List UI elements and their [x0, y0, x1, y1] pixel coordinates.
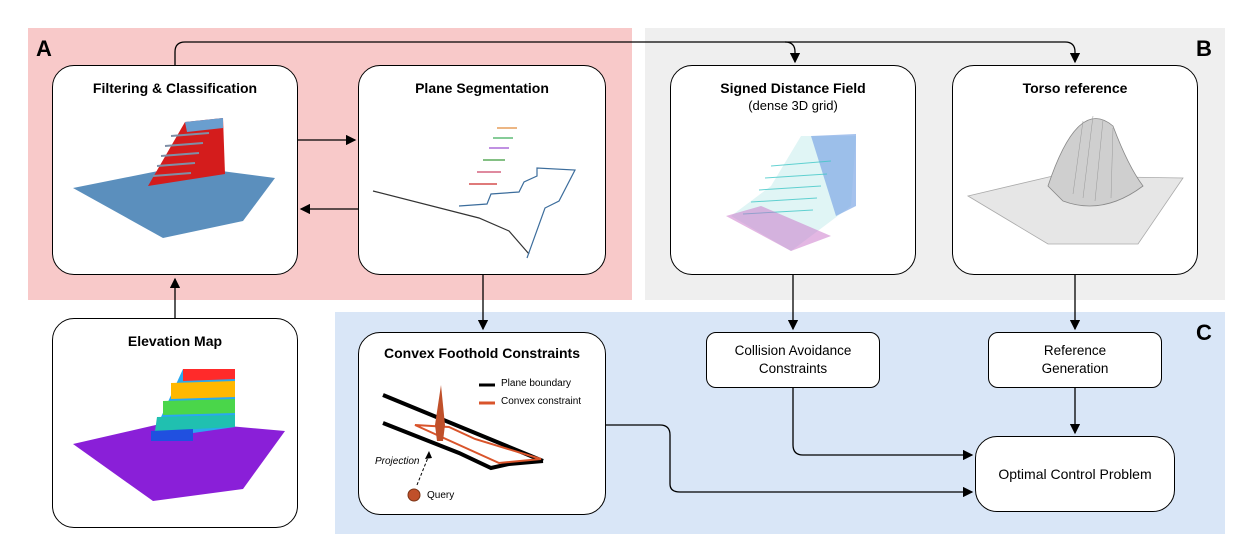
convex-foothold-title: Convex Foothold Constraints	[384, 345, 580, 361]
plane-boundary-line-upper	[382, 393, 544, 463]
plane-boundary-line-lower	[382, 421, 544, 471]
projection-label: Projection	[375, 456, 420, 467]
sdf-title: Signed Distance Field	[720, 80, 866, 96]
reference-generation-line1: Reference	[1043, 343, 1107, 358]
arrow-to-torso	[174, 41, 1081, 65]
arrow-convex-to-ocp	[606, 424, 974, 498]
query-point	[407, 488, 421, 502]
arrow-collision-to-ocp	[792, 388, 974, 461]
region-label-a: A	[36, 36, 52, 61]
filtered-terrain-image	[73, 118, 275, 238]
convex-foothold-constraints-box: Convex Foothold Constraints Plane bounda…	[358, 332, 606, 515]
filtering-classification-title: Filtering & Classification	[92, 80, 258, 96]
elevation-map-title: Elevation Map	[127, 333, 223, 349]
legend-convex-constraint: Convex constraint	[501, 396, 582, 407]
convex-foothold-illustration	[382, 383, 544, 502]
region-label-c: C	[1196, 320, 1212, 345]
reference-generation-line2: Generation	[1041, 361, 1109, 376]
collision-avoidance-box: Collision Avoidance Constraints	[706, 332, 880, 388]
torso-reference-image	[966, 115, 1184, 245]
signed-distance-field-box: Signed Distance Field (dense 3D grid)	[670, 65, 916, 275]
query-label: Query	[427, 490, 455, 501]
optimal-control-problem-title: Optimal Control Problem	[998, 466, 1152, 482]
plane-segmentation-title: Plane Segmentation	[415, 80, 549, 96]
foothold-spike	[435, 385, 445, 441]
optimal-control-problem-box: Optimal Control Problem	[975, 436, 1175, 512]
filtering-classification-box: Filtering & Classification	[52, 65, 298, 275]
legend-plane-boundary: Plane boundary	[501, 378, 572, 389]
elevation-map-image	[73, 369, 285, 501]
plane-segmentation-image	[372, 127, 576, 259]
collision-avoidance-line2: Constraints	[758, 361, 828, 376]
reference-generation-box: Reference Generation	[988, 332, 1162, 388]
torso-reference-box: Torso reference	[952, 65, 1198, 275]
collision-avoidance-line1: Collision Avoidance	[734, 343, 852, 358]
torso-reference-title: Torso reference	[1022, 80, 1128, 96]
region-label-b: B	[1196, 36, 1212, 61]
arrow-to-sdf	[784, 41, 801, 64]
sdf-grid-image	[726, 134, 856, 251]
projection-arrow	[416, 454, 430, 486]
plane-segmentation-box: Plane Segmentation	[358, 65, 606, 275]
sdf-subtitle: (dense 3D grid)	[748, 98, 838, 113]
elevation-map-box: Elevation Map	[52, 318, 298, 528]
